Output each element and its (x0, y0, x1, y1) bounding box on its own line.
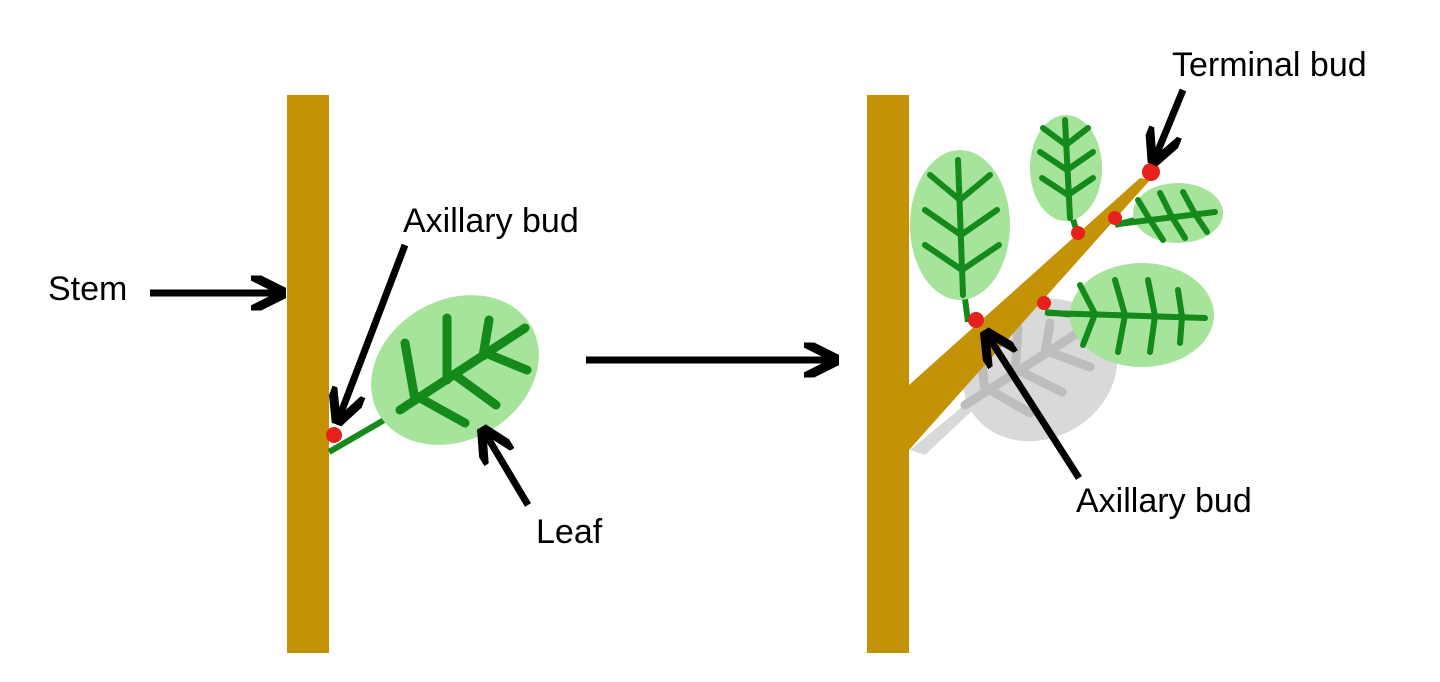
axillary-bud-left (326, 427, 342, 443)
axillary-bud-arrow-right (988, 336, 1082, 480)
leaf-veins (395, 313, 532, 428)
new-shoot (909, 178, 1150, 450)
old-petiole (910, 402, 975, 455)
left-panel: Stem Axillary bud Leaf (48, 95, 603, 653)
terminal-bud-arrow (1155, 88, 1187, 158)
leaf-veins (1045, 277, 1208, 355)
axillary-bud-label-right: Axillary bud (1076, 482, 1252, 520)
shoot-leaf-4 (1044, 263, 1214, 367)
leaf-label: Leaf (536, 513, 603, 551)
leaf-arrow (485, 433, 532, 507)
stem-right (867, 95, 909, 653)
stem-left (287, 95, 329, 653)
shoot-leaf-1 (910, 150, 1010, 323)
axillary-bud-right (968, 312, 984, 328)
shoot-bud (1108, 211, 1122, 225)
shoot-bud (1071, 226, 1085, 240)
leaf-veins (922, 157, 1002, 298)
terminal-bud (1142, 163, 1160, 181)
axillary-bud-label-left: Axillary bud (403, 202, 579, 240)
stem-label: Stem (48, 270, 127, 308)
leaf-veins (1037, 117, 1096, 221)
terminal-bud-label: Terminal bud (1172, 46, 1367, 84)
leaf-veins (1115, 189, 1218, 243)
leaf-left (327, 295, 539, 455)
shoot-leaf-3 (1114, 183, 1223, 243)
right-panel: Terminal bud Axillary bud (867, 46, 1367, 653)
shoot-leaf-2 (1030, 115, 1102, 233)
axillary-bud-arrow-left (339, 243, 409, 418)
shoot-bud (1037, 296, 1051, 310)
